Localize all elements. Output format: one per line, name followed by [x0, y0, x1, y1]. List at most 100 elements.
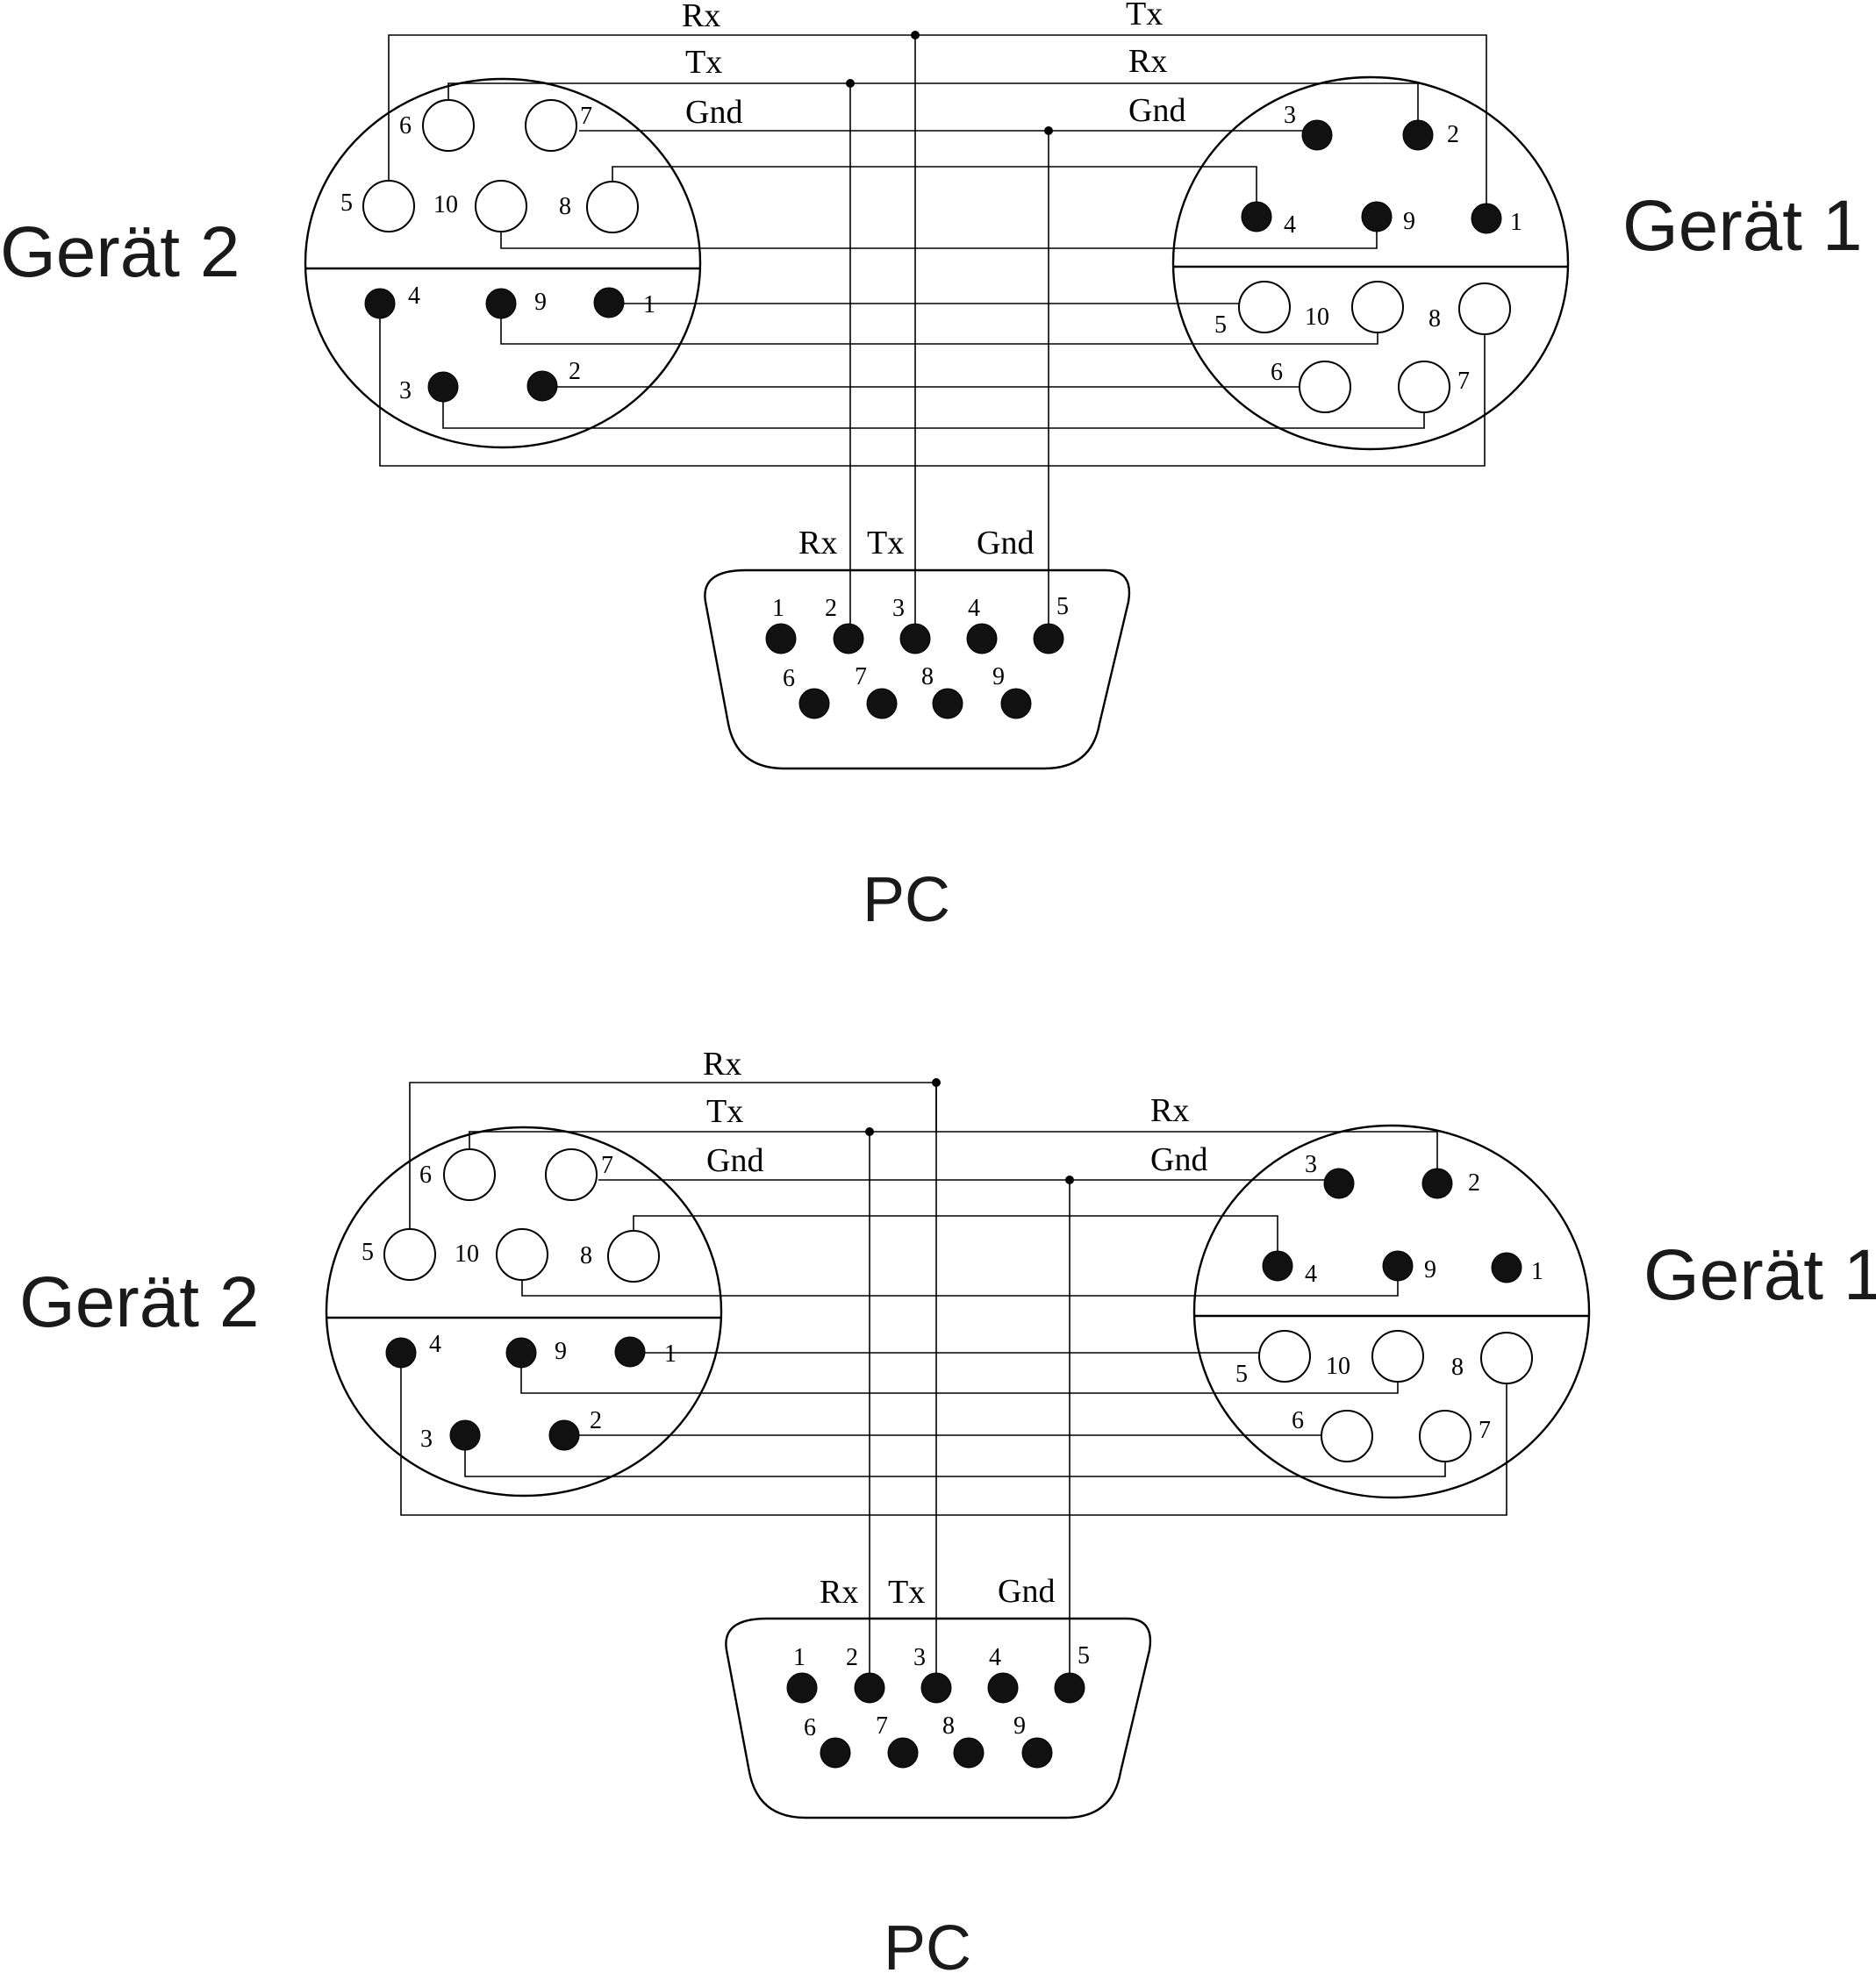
- pc-label-gnd: Gnd: [977, 525, 1034, 561]
- wire-4-8: [379, 304, 1486, 467]
- pin-9-solid: [485, 288, 517, 319]
- pin-label-2: 2: [1447, 121, 1459, 148]
- pin-1-solid: [1471, 203, 1502, 234]
- pin-3-solid: [1323, 1168, 1355, 1199]
- pin-label-3: 3: [1284, 102, 1296, 129]
- pin-label-9: 9: [1424, 1256, 1436, 1283]
- pin-label-5: 5: [1214, 311, 1227, 339]
- pin-1-solid: [614, 1336, 646, 1368]
- device-label-left: Gerät 2: [0, 212, 240, 292]
- pin-3-solid: [427, 371, 459, 403]
- pin-label-4: 4: [408, 282, 420, 310]
- pin-7-open: [1419, 1410, 1471, 1462]
- dsub-pin-label-3: 3: [913, 1644, 926, 1671]
- pin-7-open: [525, 99, 577, 152]
- pin-10-open: [1351, 281, 1404, 333]
- pin-label-9: 9: [1403, 208, 1415, 235]
- pin-label-8: 8: [1451, 1354, 1464, 1381]
- dsub-pin-6: [820, 1737, 851, 1769]
- label-left-rx: Rx: [703, 1046, 741, 1083]
- connector-outline: [325, 1126, 723, 1498]
- pc-label-rx: Rx: [798, 525, 837, 561]
- dsub-outline: [725, 1617, 1152, 1819]
- wire-rx-outer: [388, 34, 1487, 208]
- dsub-pin-label-4: 4: [968, 595, 980, 622]
- pin-label-10: 10: [1326, 1353, 1350, 1380]
- pin-label-7: 7: [580, 103, 592, 130]
- pin-label-2: 2: [1468, 1169, 1480, 1197]
- pin-label-2: 2: [590, 1407, 602, 1434]
- junction-rx: [932, 1078, 941, 1087]
- dsub-pin-label-9: 9: [1013, 1712, 1026, 1740]
- dsub-pin-4: [966, 623, 998, 654]
- dsub-pin-4: [987, 1672, 1019, 1704]
- dsub-pin-label-1: 1: [793, 1644, 806, 1671]
- pin-6-open: [422, 99, 475, 152]
- dsub-pin-label-6: 6: [783, 665, 795, 692]
- dsub-pin-5: [1033, 623, 1064, 654]
- pin-label-9: 9: [534, 289, 547, 316]
- pin-10-open: [496, 1228, 548, 1281]
- diagram-2-wires: [400, 1078, 1507, 1688]
- pin-3-solid: [1301, 119, 1333, 151]
- diagram-2-connector-left: 6 7 5 10 8 4 9 1 3 2: [325, 1126, 723, 1498]
- pin-label-2: 2: [569, 358, 581, 385]
- pc-label-gnd: Gnd: [998, 1573, 1055, 1610]
- pin-label-5: 5: [340, 189, 353, 217]
- pin-8-open: [1458, 282, 1511, 335]
- dsub-pin-label-9: 9: [992, 663, 1005, 690]
- pin-label-6: 6: [399, 112, 412, 139]
- pc-label-tx: Tx: [888, 1574, 925, 1611]
- pin-8-open: [1480, 1332, 1533, 1384]
- junction-tx: [846, 79, 855, 88]
- pin-label-3: 3: [399, 377, 412, 404]
- diagram-1-connector-right: 3 2 4 9 1 5 10 8 6 7: [1171, 75, 1570, 451]
- dsub-pin-3: [920, 1672, 952, 1704]
- pc-label: PC: [884, 1913, 971, 1973]
- label-left-rx: Rx: [682, 0, 720, 34]
- pin-label-3: 3: [420, 1426, 433, 1453]
- pin-5-open: [383, 1228, 436, 1281]
- wire-gnd: [598, 1179, 1340, 1182]
- pin-4-solid: [1262, 1250, 1293, 1282]
- pin-9-solid: [1361, 201, 1393, 232]
- pc-label-rx: Rx: [820, 1574, 858, 1611]
- dsub-pin-7: [866, 688, 898, 719]
- dsub-pin-label-5: 5: [1078, 1642, 1090, 1669]
- pin-7-open: [545, 1148, 598, 1201]
- pin-10-open: [1371, 1330, 1424, 1383]
- pin-label-6: 6: [419, 1162, 432, 1189]
- dsub-pin-label-7: 7: [855, 663, 867, 690]
- dsub-pin-6: [798, 688, 830, 719]
- pin-label-5: 5: [1235, 1361, 1248, 1388]
- pin-label-10: 10: [455, 1240, 479, 1268]
- dsub-pin-label-5: 5: [1056, 593, 1069, 620]
- dsub-pin-3: [899, 623, 931, 654]
- pin-9-solid: [505, 1337, 537, 1369]
- label-right-tx: Tx: [1126, 0, 1163, 32]
- dsub-pin-label-4: 4: [989, 1644, 1001, 1671]
- label-right-rx: Rx: [1128, 43, 1167, 80]
- pin-label-10: 10: [433, 191, 458, 218]
- pin-8-open: [607, 1230, 660, 1283]
- pin-label-3: 3: [1305, 1151, 1317, 1178]
- pc-label: PC: [863, 865, 950, 935]
- dsub-pin-7: [887, 1737, 919, 1769]
- dsub-pin-8: [932, 688, 963, 719]
- wire-tx: [448, 82, 1419, 132]
- diagram-1-wires: [379, 31, 1487, 639]
- pin-label-10: 10: [1305, 304, 1329, 331]
- dsub-pin-2: [854, 1672, 885, 1704]
- pin-2-solid: [526, 370, 558, 402]
- junction-gnd: [1044, 126, 1053, 135]
- pin-10-open: [475, 180, 527, 232]
- pin-2-solid: [548, 1419, 580, 1451]
- pin-1-solid: [1491, 1252, 1522, 1283]
- wire-4-8: [400, 1353, 1507, 1516]
- connector-outline: [1192, 1124, 1591, 1499]
- wire-8-4: [612, 166, 1257, 216]
- wire-3-7: [442, 387, 1425, 429]
- pin-5-open: [1258, 1330, 1311, 1383]
- label-left-tx: Tx: [706, 1093, 743, 1130]
- pin-label-9: 9: [555, 1338, 567, 1365]
